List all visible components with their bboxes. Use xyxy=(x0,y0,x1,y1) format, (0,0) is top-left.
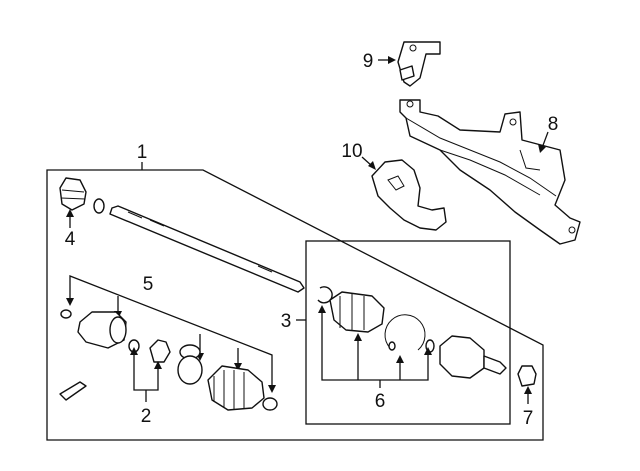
callout-3: 3 xyxy=(281,311,292,332)
axle-assembly-outline xyxy=(46,169,544,441)
heat-shield-part-8 xyxy=(399,99,581,245)
callout-1: 1 xyxy=(137,142,148,163)
boot-kit-parts xyxy=(317,286,507,379)
nut-part-7 xyxy=(517,365,537,387)
inner-joint-parts xyxy=(59,309,278,411)
boot-part-4 xyxy=(59,177,105,214)
boot-kit-box xyxy=(305,240,511,425)
callout-6: 6 xyxy=(375,391,386,412)
callout-2: 2 xyxy=(141,406,152,427)
callout-9: 9 xyxy=(363,51,374,72)
drive-shaft xyxy=(109,205,305,293)
callout-4: 4 xyxy=(65,229,76,250)
shield-part-10 xyxy=(371,159,447,231)
callout-10: 10 xyxy=(341,141,362,162)
callout-8: 8 xyxy=(548,114,559,135)
callout-5: 5 xyxy=(143,274,154,295)
callout-7: 7 xyxy=(523,408,534,429)
bracket-part-9 xyxy=(397,41,441,87)
